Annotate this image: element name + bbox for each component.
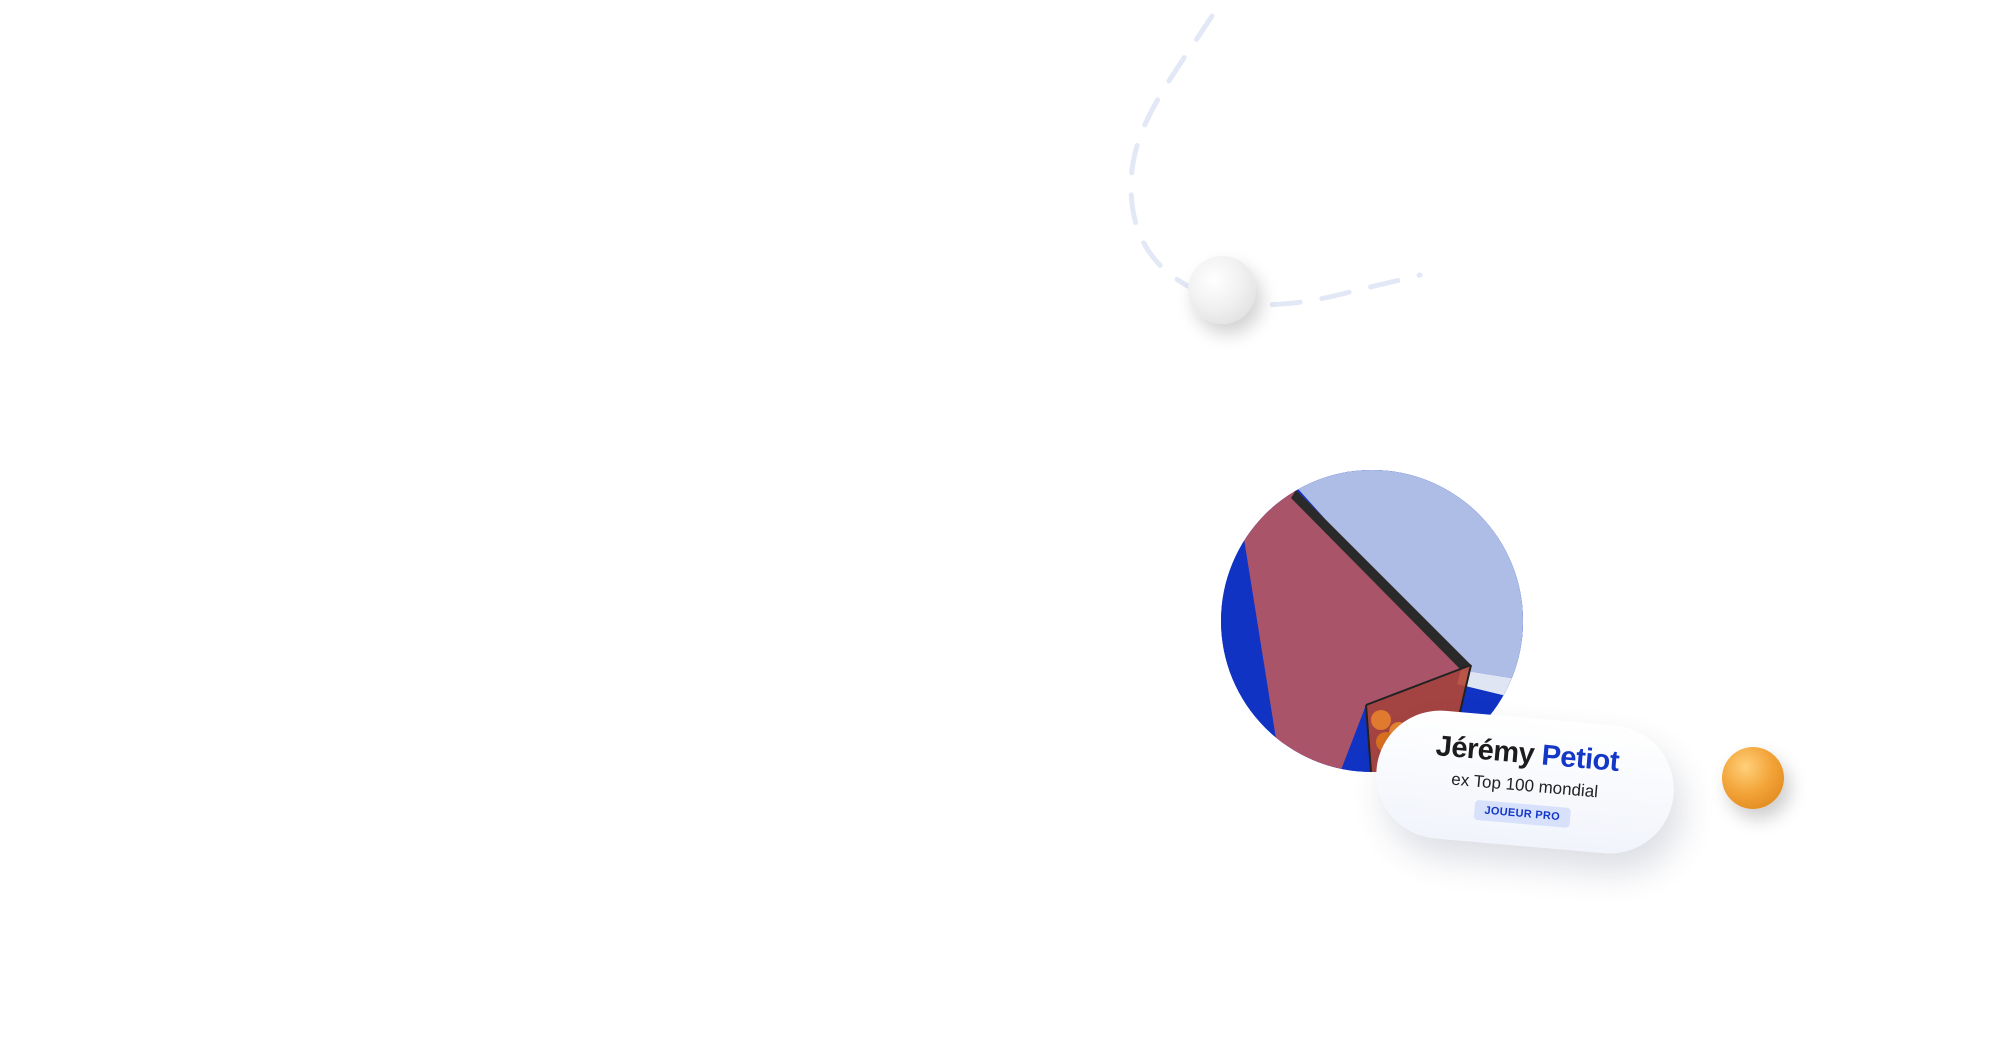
player-photo xyxy=(1221,470,1523,772)
player-first-name: Jérémy xyxy=(1434,730,1536,771)
orange-ping-pong-ball-icon xyxy=(1722,747,1784,809)
white-ping-pong-ball-icon xyxy=(1188,256,1256,324)
table-net-illustration xyxy=(1221,470,1523,772)
player-last-name: Petiot xyxy=(1540,739,1621,779)
player-badge: JOUEUR PRO xyxy=(1473,799,1571,829)
